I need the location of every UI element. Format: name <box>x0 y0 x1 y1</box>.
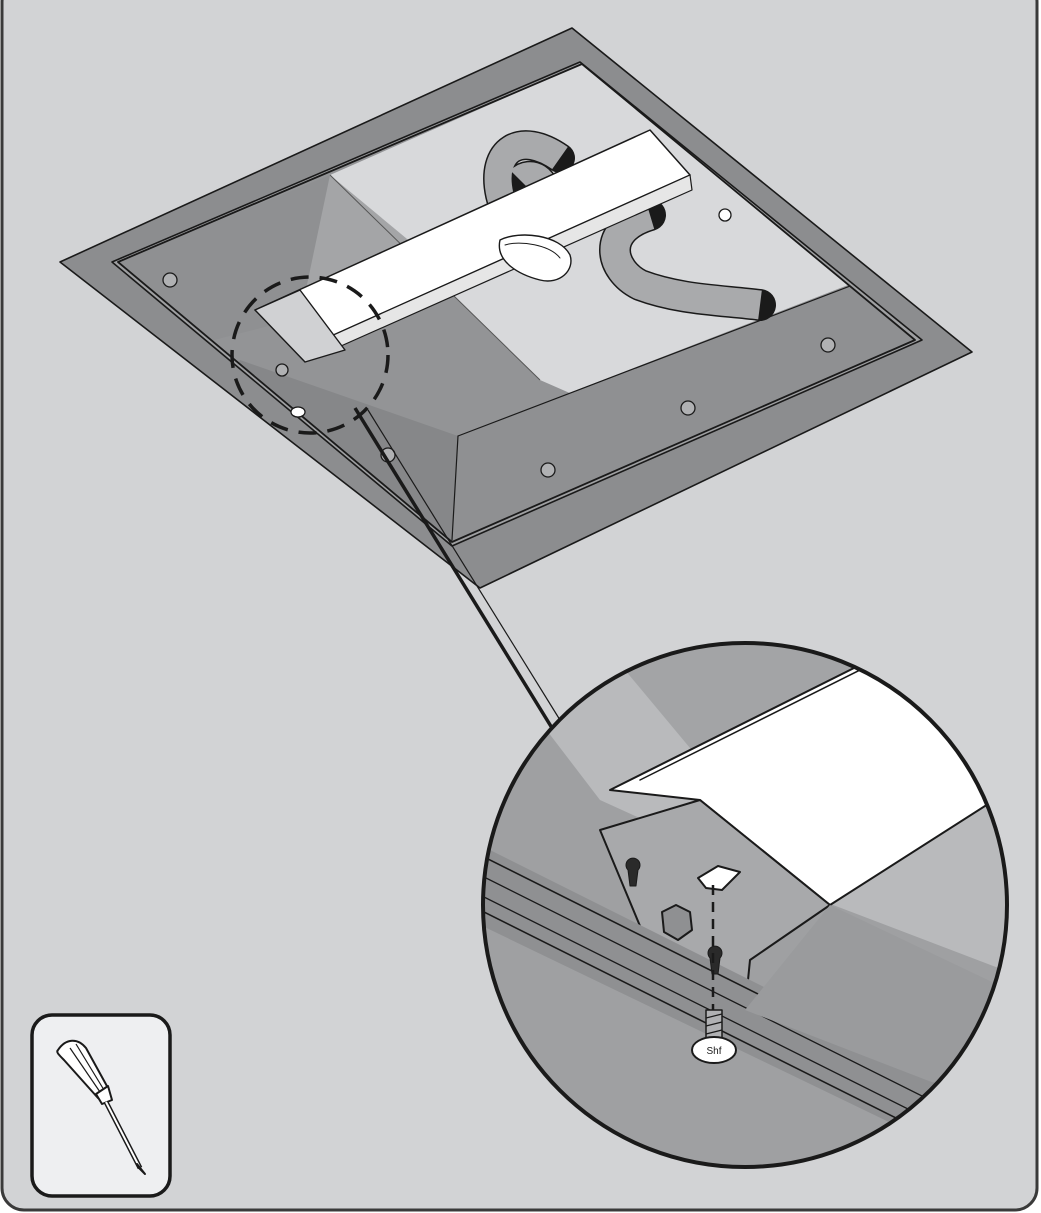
box-screw <box>820 337 836 353</box>
tool-required-box <box>30 1013 172 1198</box>
box-screw <box>275 363 289 377</box>
box-screw <box>680 400 696 416</box>
magnified-mounting-screw: Shf <box>691 1009 737 1064</box>
magnifier-leader-lines <box>353 407 561 729</box>
box-screw-group <box>162 208 836 478</box>
keyhole-tab <box>697 865 741 891</box>
hex-nut <box>661 904 693 941</box>
magnified-rail <box>483 840 1007 1167</box>
keyhole-slot <box>625 857 641 887</box>
box-screw <box>162 272 178 288</box>
magnifier-ring <box>481 641 1009 1169</box>
keyhole-slot <box>707 945 723 975</box>
crossbar-bracket <box>254 129 693 363</box>
box-screw <box>718 208 732 222</box>
screwdriver-icon <box>56 1039 146 1175</box>
mounting-screw-small <box>290 406 306 418</box>
box-screw <box>540 462 556 478</box>
detail-highlight-circle <box>230 275 390 435</box>
screw-mark: Shf <box>706 1046 721 1057</box>
detail-magnifier: Shf <box>481 641 1009 1169</box>
